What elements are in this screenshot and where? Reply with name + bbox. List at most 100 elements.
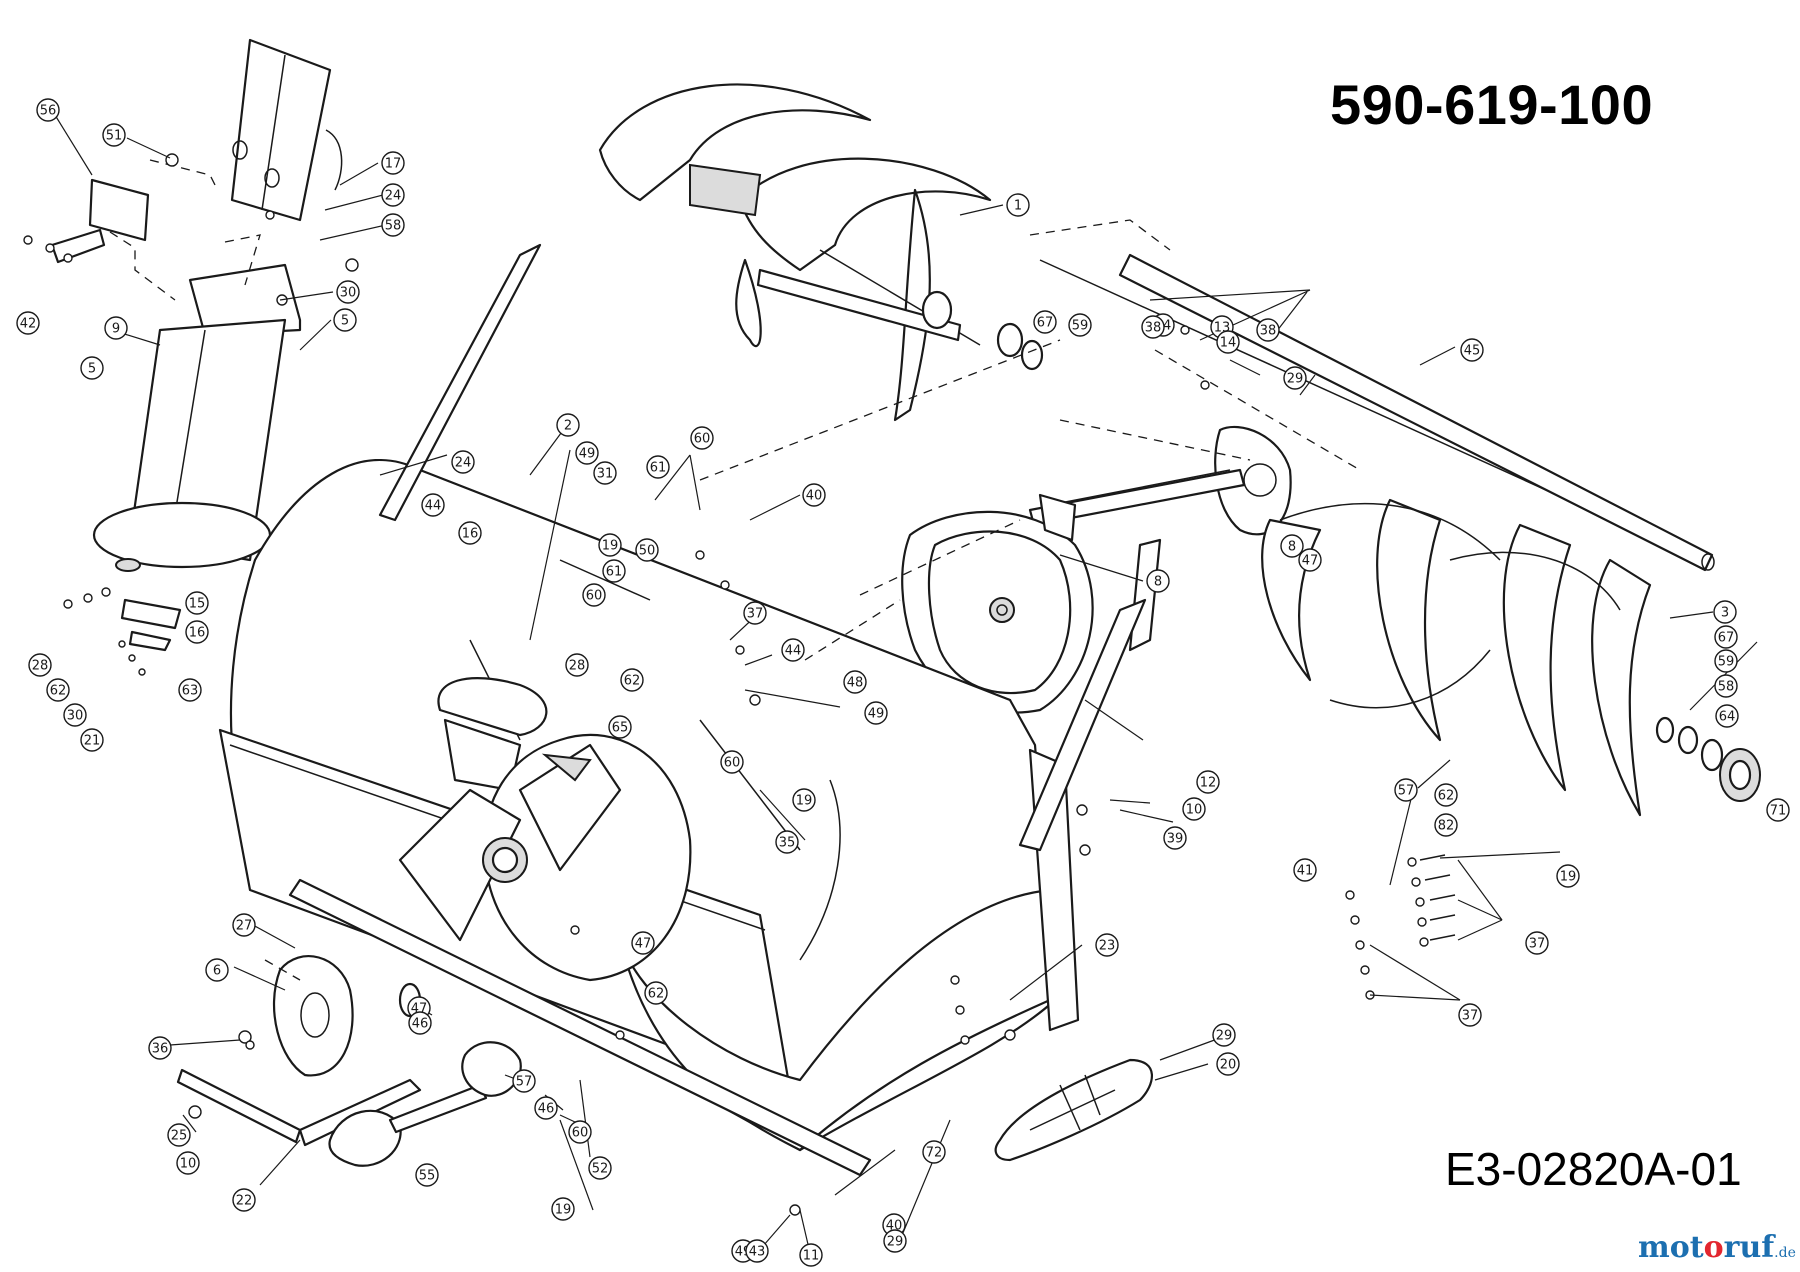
callout-82[interactable]: 82 — [1434, 813, 1458, 837]
callout-24[interactable]: 24 — [451, 450, 475, 474]
callout-circle — [176, 1151, 200, 1175]
callout-19[interactable]: 19 — [598, 533, 622, 557]
callout-circle — [582, 583, 606, 607]
callout-60[interactable]: 60 — [690, 426, 714, 450]
callout-58[interactable]: 58 — [1714, 674, 1738, 698]
callout-23[interactable]: 23 — [1095, 933, 1119, 957]
callout-42[interactable]: 42 — [16, 311, 40, 335]
callout-48[interactable]: 48 — [843, 670, 867, 694]
callout-8[interactable]: 8 — [1146, 569, 1170, 593]
callout-58[interactable]: 58 — [381, 213, 405, 237]
callout-19[interactable]: 19 — [1556, 864, 1580, 888]
callout-19[interactable]: 19 — [792, 788, 816, 812]
callout-28[interactable]: 28 — [565, 653, 589, 677]
callout-8[interactable]: 8 — [1280, 534, 1304, 558]
callout-37[interactable]: 37 — [1525, 931, 1549, 955]
callout-40[interactable]: 40 — [802, 483, 826, 507]
callout-15[interactable]: 15 — [185, 591, 209, 615]
callout-39[interactable]: 39 — [1163, 826, 1187, 850]
callout-30[interactable]: 30 — [336, 280, 360, 304]
callout-5[interactable]: 5 — [333, 308, 357, 332]
callout-72[interactable]: 72 — [922, 1140, 946, 1164]
callout-57[interactable]: 57 — [1394, 778, 1418, 802]
callout-41[interactable]: 41 — [1293, 858, 1317, 882]
callout-49[interactable]: 49 — [864, 701, 888, 725]
callout-62[interactable]: 62 — [620, 668, 644, 692]
callout-46[interactable]: 46 — [408, 1011, 432, 1035]
callout-29[interactable]: 29 — [1283, 366, 1307, 390]
callout-43[interactable]: 43 — [745, 1239, 769, 1263]
callout-45[interactable]: 45 — [1460, 338, 1484, 362]
callout-63[interactable]: 63 — [178, 678, 202, 702]
callout-16[interactable]: 16 — [185, 620, 209, 644]
callout-22[interactable]: 22 — [232, 1188, 256, 1212]
callout-31[interactable]: 31 — [593, 461, 617, 485]
callout-61[interactable]: 61 — [646, 455, 670, 479]
callout-circle — [646, 455, 670, 479]
callout-61[interactable]: 61 — [602, 559, 626, 583]
callout-38[interactable]: 38 — [1141, 315, 1165, 339]
callout-44[interactable]: 44 — [781, 638, 805, 662]
callout-6[interactable]: 6 — [205, 958, 229, 982]
callout-59[interactable]: 59 — [1714, 649, 1738, 673]
callout-12[interactable]: 12 — [1196, 770, 1220, 794]
callout-49[interactable]: 49 — [575, 441, 599, 465]
callout-16[interactable]: 16 — [458, 521, 482, 545]
callout-50[interactable]: 50 — [635, 538, 659, 562]
callout-11[interactable]: 11 — [799, 1243, 823, 1267]
callout-67[interactable]: 67 — [1033, 310, 1057, 334]
callout-59[interactable]: 59 — [1068, 313, 1092, 337]
callout-circle — [1293, 858, 1317, 882]
callout-9[interactable]: 9 — [104, 316, 128, 340]
callout-46[interactable]: 46 — [534, 1096, 558, 1120]
callout-30[interactable]: 30 — [63, 703, 87, 727]
callout-2[interactable]: 2 — [556, 413, 580, 437]
callout-5[interactable]: 5 — [80, 356, 104, 380]
callout-71[interactable]: 71 — [1766, 798, 1790, 822]
callout-60[interactable]: 60 — [720, 750, 744, 774]
callout-64[interactable]: 64 — [1715, 704, 1739, 728]
callout-24[interactable]: 24 — [381, 183, 405, 207]
callout-35[interactable]: 35 — [775, 830, 799, 854]
callout-29[interactable]: 29 — [883, 1229, 907, 1253]
callout-36[interactable]: 36 — [148, 1036, 172, 1060]
callout-62[interactable]: 62 — [644, 981, 668, 1005]
callout-28[interactable]: 28 — [28, 653, 52, 677]
callout-10[interactable]: 10 — [176, 1151, 200, 1175]
callout-55[interactable]: 55 — [415, 1163, 439, 1187]
callout-52[interactable]: 52 — [588, 1156, 612, 1180]
callout-29[interactable]: 29 — [1212, 1023, 1236, 1047]
callout-20[interactable]: 20 — [1216, 1052, 1240, 1076]
callout-57[interactable]: 57 — [512, 1069, 536, 1093]
callout-circle — [178, 678, 202, 702]
callout-1[interactable]: 1 — [1006, 193, 1030, 217]
callout-19[interactable]: 19 — [551, 1197, 575, 1221]
callout-14[interactable]: 14 — [1216, 330, 1240, 354]
callout-67[interactable]: 67 — [1714, 625, 1738, 649]
callout-label: 30 — [67, 709, 84, 724]
callout-51[interactable]: 51 — [102, 123, 126, 147]
callout-60[interactable]: 60 — [568, 1120, 592, 1144]
callout-17[interactable]: 17 — [381, 151, 405, 175]
callout-37[interactable]: 37 — [1458, 1003, 1482, 1027]
callout-38[interactable]: 38 — [1256, 318, 1280, 342]
callout-circle — [551, 1197, 575, 1221]
callout-56[interactable]: 56 — [36, 98, 60, 122]
callout-10[interactable]: 10 — [1182, 797, 1206, 821]
callout-37[interactable]: 37 — [743, 601, 767, 625]
callout-60[interactable]: 60 — [582, 583, 606, 607]
callout-62[interactable]: 62 — [1434, 783, 1458, 807]
callout-3[interactable]: 3 — [1713, 600, 1737, 624]
brand-logo[interactable]: motoruf.de — [1638, 1230, 1796, 1265]
callout-62[interactable]: 62 — [46, 678, 70, 702]
callout-47[interactable]: 47 — [1298, 548, 1322, 572]
callout-65[interactable]: 65 — [608, 715, 632, 739]
callout-label: 20 — [1220, 1058, 1237, 1073]
callout-27[interactable]: 27 — [232, 913, 256, 937]
drive-gearbox-assembly — [176, 955, 522, 1167]
callout-21[interactable]: 21 — [80, 728, 104, 752]
callout-44[interactable]: 44 — [421, 493, 445, 517]
callout-47[interactable]: 47 — [631, 931, 655, 955]
callout-label: 24 — [385, 189, 402, 204]
callout-25[interactable]: 25 — [167, 1123, 191, 1147]
